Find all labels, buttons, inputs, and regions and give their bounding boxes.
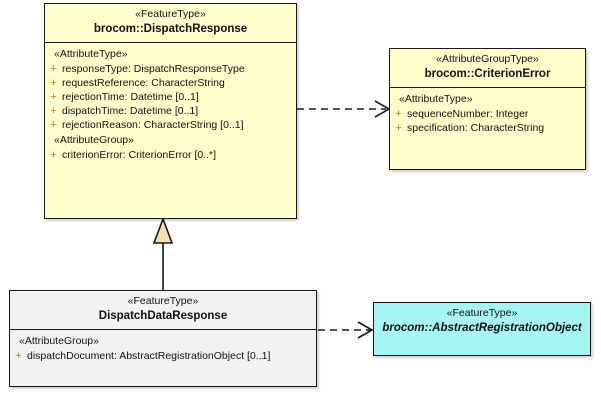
dependency-criterion-error-connector[interactable]: [297, 100, 391, 118]
attribute-group-label: «AttributeGroup»: [19, 334, 99, 347]
class-divider: [45, 41, 296, 43]
attribute-label: rejectionTime: Datetime [0..1]: [62, 90, 199, 103]
attribute-row[interactable]: + criterionError: CriterionError [0..*]: [45, 148, 296, 162]
class-stereotype: «FeatureType»: [135, 8, 206, 20]
attribute-row[interactable]: + rejectionReason: CharacterString [0..1…: [45, 118, 296, 132]
class-title: brocom::CriterionError: [424, 68, 551, 81]
generalization-connector[interactable]: [152, 216, 174, 290]
class-stereotype: «AttributeGroupType»: [436, 53, 539, 65]
visibility-marker: +: [50, 76, 57, 89]
attribute-label: dispatchTime: Datetime [0..1]: [62, 104, 199, 117]
class-header-criterion-error: «AttributeGroupType» brocom::CriterionEr…: [390, 49, 585, 87]
class-box-dispatch-response[interactable]: «FeatureType» brocom::DispatchResponse «…: [44, 3, 297, 219]
class-box-abstract-registration-object[interactable]: «FeatureType» brocom::AbstractRegistrati…: [373, 302, 591, 356]
class-divider: [390, 86, 585, 88]
class-attributes-dispatch-response: «AttributeType» + responseType: Dispatch…: [45, 43, 296, 166]
visibility-marker: +: [50, 118, 57, 131]
class-divider: [10, 328, 316, 330]
visibility-marker: +: [50, 62, 57, 75]
visibility-marker: +: [395, 107, 402, 120]
attribute-label: rejectionReason: CharacterString [0..1]: [62, 118, 244, 131]
class-title: DispatchDataResponse: [98, 310, 228, 323]
class-title: brocom::AbstractRegistrationObject: [382, 322, 582, 335]
attribute-row[interactable]: + sequenceNumber: Integer: [390, 107, 585, 121]
visibility-marker: +: [395, 121, 402, 134]
class-header-dispatch-data-response: «FeatureType» DispatchDataResponse: [10, 291, 316, 329]
visibility-marker: +: [50, 148, 57, 161]
attribute-label: dispatchDocument: AbstractRegistrationOb…: [27, 349, 271, 362]
open-arrowhead-icon: [357, 321, 374, 339]
attribute-group-label: «AttributeType»: [399, 92, 473, 105]
visibility-marker: +: [15, 349, 22, 362]
dependency-registration-object-connector[interactable]: [318, 321, 374, 339]
attribute-row[interactable]: + responseType: DispatchResponseType: [45, 62, 296, 76]
attribute-label: criterionError: CriterionError [0..*]: [62, 148, 217, 161]
visibility-marker: +: [50, 90, 57, 103]
class-title: brocom::DispatchResponse: [93, 23, 248, 36]
class-box-criterion-error[interactable]: «AttributeGroupType» brocom::CriterionEr…: [389, 48, 586, 170]
attribute-label: sequenceNumber: Integer: [407, 107, 529, 120]
class-stereotype: «FeatureType»: [446, 307, 518, 319]
class-stereotype: «FeatureType»: [127, 295, 199, 307]
class-attributes-dispatch-data-response: «AttributeGroup» + dispatchDocument: Abs…: [10, 329, 316, 367]
attribute-row[interactable]: + requestReference: CharacterString: [45, 76, 296, 90]
attribute-label: specification: CharacterString: [407, 121, 545, 134]
attribute-row[interactable]: + dispatchDocument: AbstractRegistration…: [10, 349, 316, 363]
attribute-label: responseType: DispatchResponseType: [62, 62, 245, 75]
visibility-marker: +: [50, 104, 57, 117]
class-header-abstract-registration-object: «FeatureType» brocom::AbstractRegistrati…: [374, 303, 590, 341]
attribute-group-label: «AttributeGroup»: [54, 133, 134, 146]
class-box-dispatch-data-response[interactable]: «FeatureType» DispatchDataResponse «Attr…: [9, 290, 317, 387]
generalization-triangle-icon: [152, 216, 174, 244]
attribute-row[interactable]: + rejectionTime: Datetime [0..1]: [45, 90, 296, 104]
class-attributes-criterion-error: «AttributeType» + sequenceNumber: Intege…: [390, 88, 585, 139]
attribute-label: requestReference: CharacterString: [62, 76, 225, 89]
attribute-group-label: «AttributeType»: [54, 47, 128, 60]
attribute-row[interactable]: + dispatchTime: Datetime [0..1]: [45, 104, 296, 118]
class-header-dispatch-response: «FeatureType» brocom::DispatchResponse: [45, 4, 296, 42]
attribute-row[interactable]: + specification: CharacterString: [390, 121, 585, 135]
